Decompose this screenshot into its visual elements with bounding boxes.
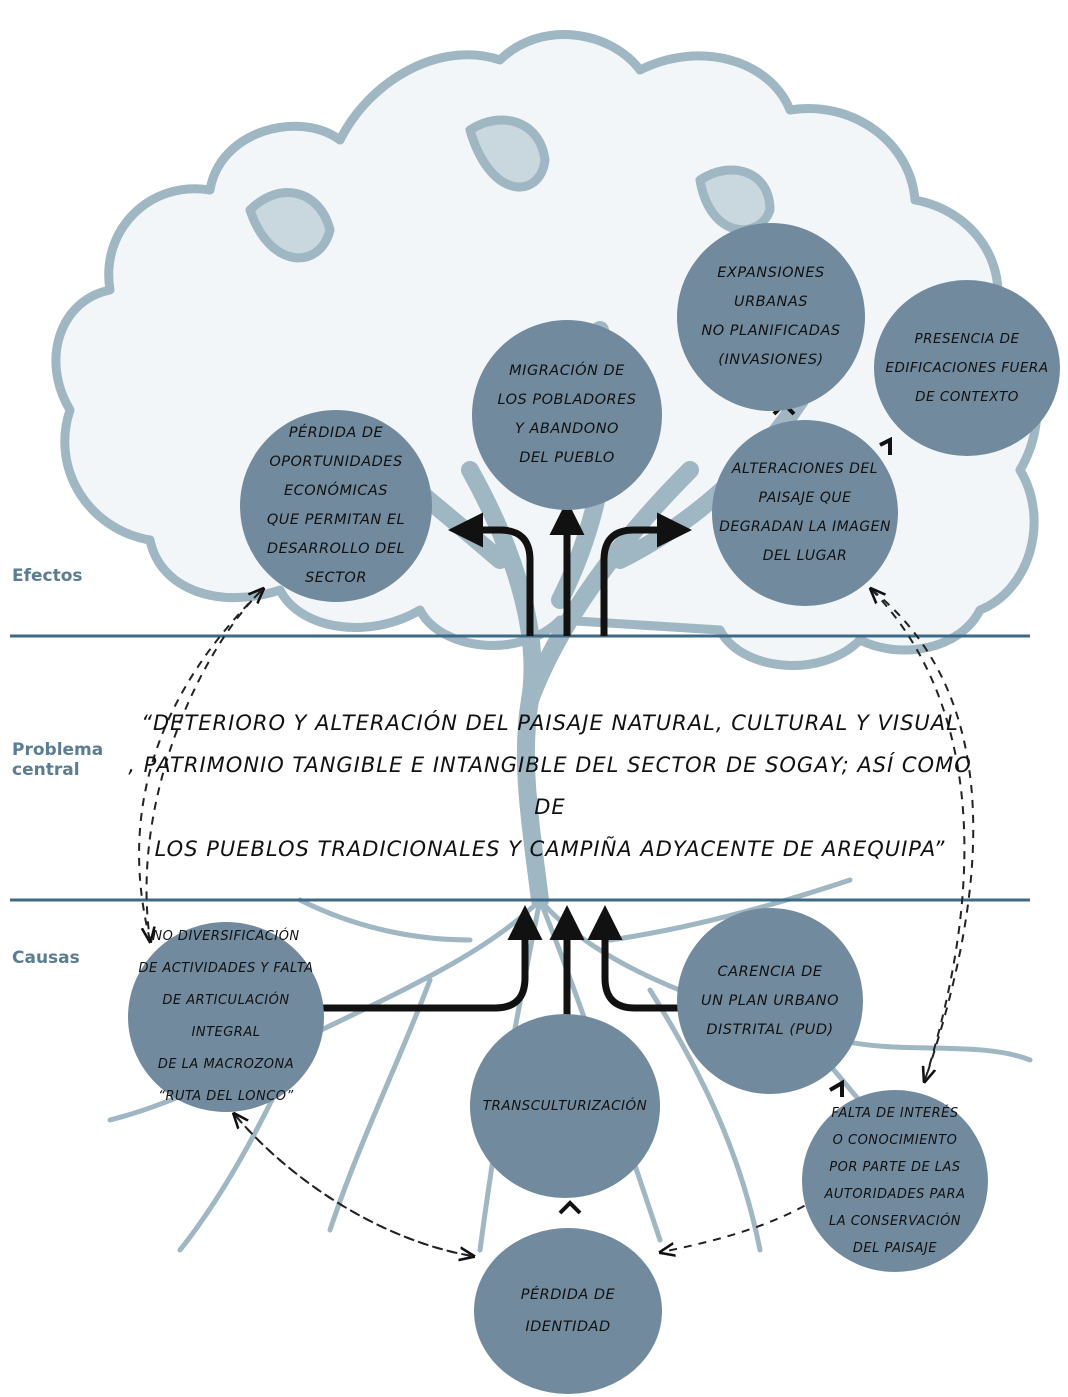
dashed-connector-right-up — [872, 590, 966, 1081]
effect-node-expansiones: EXPANSIONES URBANAS NO PLANIFICADAS (INV… — [677, 223, 865, 411]
causes-label: Causas — [12, 948, 80, 968]
dashed-connector-bottom-left — [234, 1114, 472, 1256]
dashed-connector-right — [871, 589, 975, 1080]
effect-node-migracion: MIGRACIÓN DE LOS POBLADORES Y ABANDONO D… — [472, 320, 662, 510]
effect-node-perdida-oportunidades: PÉRDIDA DE OPORTUNIDADES ECONÓMICAS QUE … — [240, 410, 432, 602]
central-problem-label: Problema central — [12, 740, 104, 780]
effect-text: PRESENCIA DE EDIFICACIONES FUERA DE CONT… — [885, 330, 1049, 405]
effect-node-alteraciones: ALTERACIONES DEL PAISAJE QUE DEGRADAN LA… — [712, 420, 898, 606]
effect-node-presencia: PRESENCIA DE EDIFICACIONES FUERA DE CONT… — [874, 280, 1060, 456]
cause-node-carencia: CARENCIA DE UN PLAN URBANO DISTRITAL (PU… — [677, 908, 863, 1094]
effects-arrows — [448, 500, 692, 636]
dashed-connector-bottom-left-back — [235, 1115, 473, 1257]
dashed-connector-left-down — [147, 589, 263, 940]
cause-text: TRANSCULTURIZACIÓN — [482, 1097, 648, 1114]
cause-node-no-diversificacion: NO DIVERSIFICACIÓN DE ACTIVIDADES Y FALT… — [128, 922, 324, 1112]
central-problem-statement: “DETERIORO Y ALTERACIÓN DEL PAISAJE NATU… — [128, 711, 972, 861]
cause-node-falta-interes: FALTA DE INTERÉS O CONOCIMIENTO POR PART… — [802, 1090, 988, 1272]
dashed-connector-left-top — [138, 590, 262, 941]
cause-node-transculturizacion: TRANSCULTURIZACIÓN — [470, 1014, 660, 1198]
effect-text: EXPANSIONES URBANAS NO PLANIFICADAS (INV… — [701, 265, 841, 368]
causes-arrows — [320, 905, 680, 1018]
effect-text: PÉRDIDA DE OPORTUNIDADES ECONÓMICAS QUE … — [266, 425, 406, 586]
cause-node-perdida-identidad: PÉRDIDA DE IDENTIDAD — [474, 1228, 662, 1394]
effect-text: ALTERACIONES DEL PAISAJE QUE DEGRADAN LA… — [719, 461, 891, 564]
effect-text: MIGRACIÓN DE LOS POBLADORES Y ABANDONO D… — [497, 363, 637, 466]
cause-text: NO DIVERSIFICACIÓN DE ACTIVIDADES Y FALT… — [138, 929, 314, 1104]
cause-text: CARENCIA DE UN PLAN URBANO DISTRITAL (PU… — [700, 963, 840, 1038]
effects-label: Efectos — [12, 566, 83, 586]
cause-text: FALTA DE INTERÉS O CONOCIMIENTO POR PART… — [824, 1106, 966, 1256]
cause-text: PÉRDIDA DE IDENTIDAD — [520, 1287, 616, 1335]
